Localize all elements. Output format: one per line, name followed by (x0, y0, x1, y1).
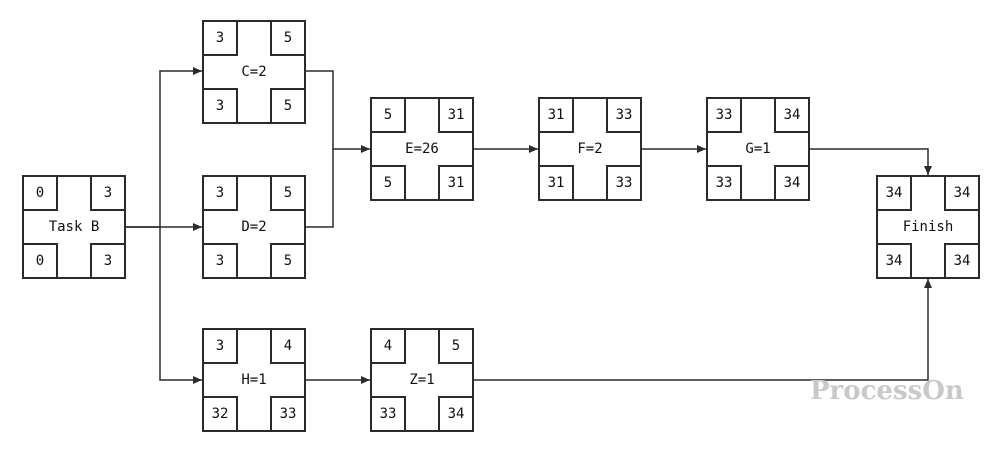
latest-finish: 33 (606, 165, 640, 199)
node-g[interactable]: 33 34 G=1 33 34 (706, 97, 810, 201)
latest-finish: 5 (270, 243, 304, 277)
latest-start: 33 (372, 396, 406, 430)
edge-g-finish (810, 148, 932, 175)
latest-finish: 3 (90, 243, 124, 277)
earliest-finish: 5 (438, 330, 472, 364)
node-f[interactable]: 31 33 F=2 31 33 (538, 97, 642, 201)
latest-start: 31 (540, 165, 574, 199)
edge-taskb-h (159, 227, 202, 384)
latest-finish: 34 (438, 396, 472, 430)
node-label: Task B (48, 219, 100, 235)
earliest-start: 3 (204, 177, 238, 211)
node-label: Z=1 (409, 372, 435, 388)
latest-finish: 34 (774, 165, 808, 199)
earliest-start: 33 (708, 99, 742, 133)
earliest-finish: 4 (270, 330, 304, 364)
earliest-start: 0 (24, 177, 58, 211)
latest-finish: 33 (270, 396, 304, 430)
latest-start: 34 (878, 243, 912, 277)
node-task-b[interactable]: 0 3 Task B 0 3 (22, 175, 126, 279)
earliest-finish: 34 (944, 177, 978, 211)
earliest-finish: 34 (774, 99, 808, 133)
node-label: E=26 (405, 141, 439, 157)
edge-c-e (306, 70, 370, 153)
node-label: F=2 (577, 141, 603, 157)
earliest-finish: 3 (90, 177, 124, 211)
latest-start: 0 (24, 243, 58, 277)
earliest-start: 5 (372, 99, 406, 133)
node-label: G=1 (745, 141, 771, 157)
node-c[interactable]: 3 5 C=2 3 5 (202, 20, 306, 124)
earliest-start: 31 (540, 99, 574, 133)
node-finish[interactable]: 34 34 Finish 34 34 (876, 175, 980, 279)
latest-start: 3 (204, 88, 238, 122)
earliest-finish: 5 (270, 177, 304, 211)
earliest-start: 4 (372, 330, 406, 364)
edge-d-e (306, 149, 334, 228)
node-e[interactable]: 5 31 E=26 5 31 (370, 97, 474, 201)
node-label: Finish (902, 219, 954, 235)
edge-taskb-c (126, 67, 202, 228)
earliest-finish: 31 (438, 99, 472, 133)
node-label: C=2 (241, 64, 267, 80)
latest-finish: 34 (944, 243, 978, 277)
node-label: H=1 (241, 372, 267, 388)
earliest-start: 3 (204, 22, 238, 56)
latest-finish: 5 (270, 88, 304, 122)
earliest-start: 3 (204, 330, 238, 364)
earliest-finish: 5 (270, 22, 304, 56)
earliest-finish: 33 (606, 99, 640, 133)
node-label: D=2 (241, 219, 267, 235)
node-z[interactable]: 4 5 Z=1 33 34 (370, 328, 474, 432)
earliest-start: 34 (878, 177, 912, 211)
node-h[interactable]: 3 4 H=1 32 33 (202, 328, 306, 432)
latest-start: 3 (204, 243, 238, 277)
latest-start: 5 (372, 165, 406, 199)
node-d[interactable]: 3 5 D=2 3 5 (202, 175, 306, 279)
latest-start: 33 (708, 165, 742, 199)
latest-start: 32 (204, 396, 238, 430)
edge-z-finish (474, 279, 932, 381)
processon-watermark: ProcessOn (810, 376, 964, 406)
latest-finish: 31 (438, 165, 472, 199)
